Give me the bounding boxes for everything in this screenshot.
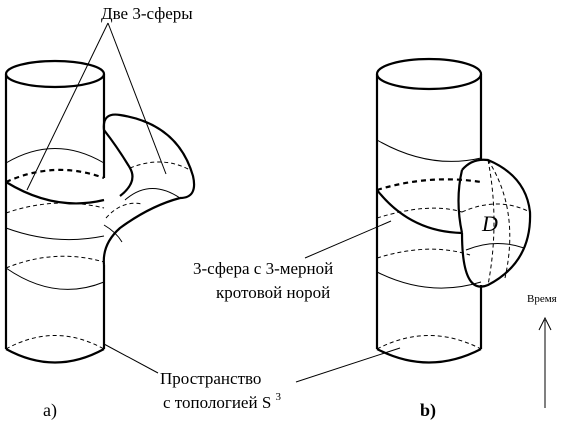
cylinder-b-bottom-front	[376, 348, 482, 364]
handle-a-inner	[103, 129, 134, 197]
section-b-2-front	[376, 189, 463, 235]
leader-space-left	[103, 343, 159, 374]
section-b-4-back	[376, 248, 471, 259]
section-b-2-back	[376, 178, 482, 192]
cylinder-a-top	[4, 59, 106, 89]
section-b-4-front	[376, 271, 482, 289]
section-b-1	[376, 139, 482, 162]
cylinder-a-bottom-front	[5, 348, 105, 364]
label-part-a: a)	[43, 400, 57, 421]
handle-a-lower	[102, 196, 181, 266]
figure-b: D	[375, 57, 532, 364]
section-a-2-front	[5, 181, 105, 205]
label-wormhole-line2: кротовой норой	[216, 283, 330, 302]
label-time: Время	[527, 293, 557, 305]
bubble-b-outer	[460, 158, 532, 288]
handle-a-ring-mid	[105, 202, 143, 219]
label-part-b: b)	[420, 400, 436, 421]
label-space-line2: с топологией S 3	[163, 391, 282, 412]
label-space-line2-text: с топологией S	[163, 393, 271, 412]
label-space-sup: 3	[276, 391, 282, 403]
bubble-b-lower-curve	[465, 243, 525, 251]
figure-a	[4, 59, 196, 364]
handle-a-ring-upper	[129, 161, 191, 171]
leader-wormhole	[304, 220, 392, 259]
section-a-3	[5, 202, 105, 214]
section-a-4	[5, 227, 105, 241]
handle-a-upper	[102, 113, 196, 200]
section-a-5-front	[5, 267, 105, 290]
section-b-3	[376, 207, 463, 219]
leader-two-spheres-right	[107, 22, 167, 175]
label-wormhole-line1: 3-сфера с 3-мерной	[193, 259, 333, 278]
leader-space-right	[295, 347, 401, 383]
section-a-1	[5, 148, 105, 164]
leader-two-spheres-left	[26, 22, 109, 191]
bubble-b-front-edge	[457, 169, 464, 234]
section-a-5-back	[5, 255, 105, 269]
handle-a-ring-small	[103, 224, 123, 243]
annotations: Две 3-сферы 3-сфера с 3-мерной кротовой …	[26, 4, 557, 421]
cylinder-a-bottom-back	[5, 335, 105, 350]
time-arrow-head	[538, 316, 552, 331]
handle-a-ring-lower	[124, 188, 181, 201]
section-a-2-back	[5, 168, 105, 184]
cylinder-b-top	[375, 57, 483, 91]
bubble-b-meridian-2	[487, 159, 511, 279]
cylinder-b-bottom-back	[376, 335, 482, 350]
label-two-spheres: Две 3-сферы	[101, 4, 193, 23]
bubble-b-equator	[461, 203, 531, 213]
bubble-d-label: D	[481, 211, 498, 236]
label-space-line1: Пространство	[160, 369, 261, 388]
